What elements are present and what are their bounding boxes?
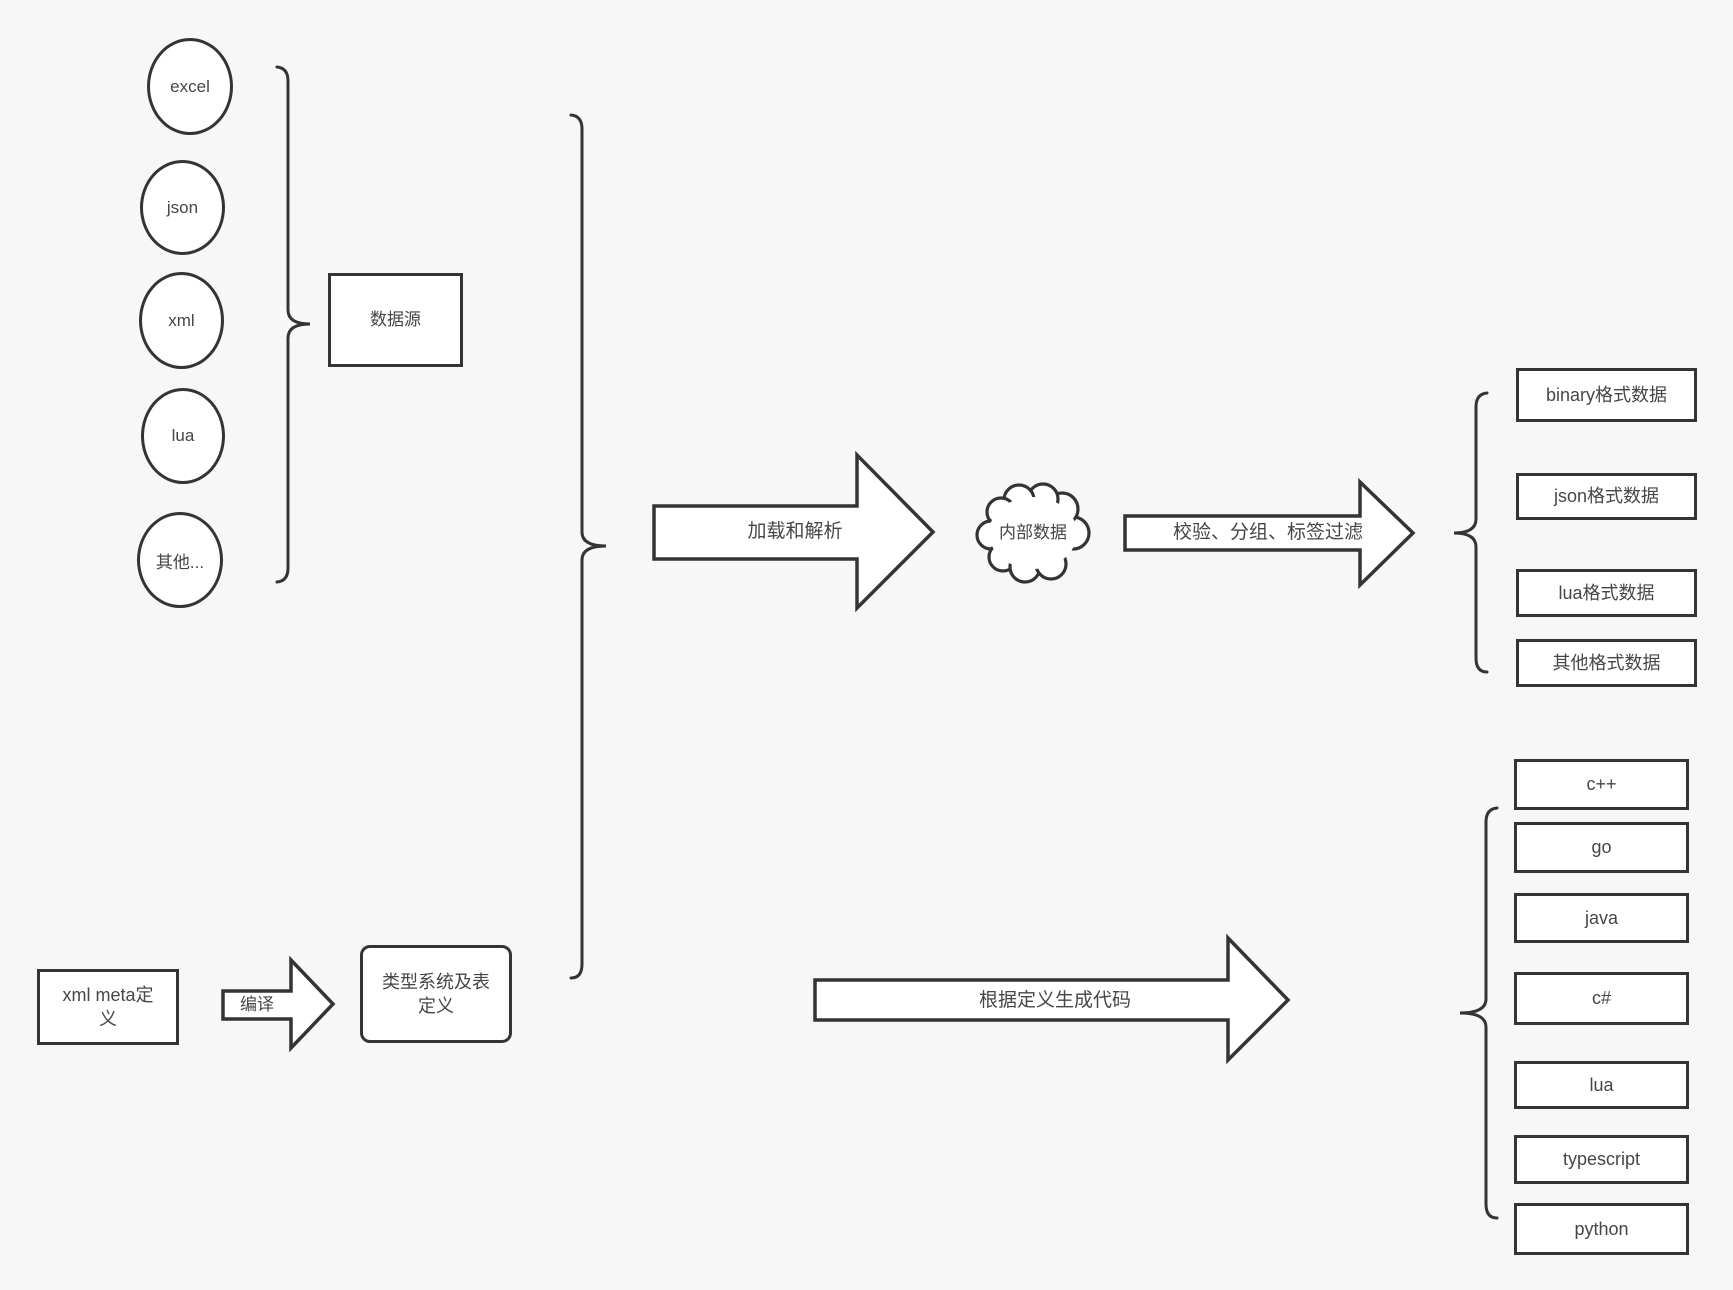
xml-meta-box: xml meta定义 bbox=[37, 969, 179, 1045]
lang-box-cpp: c++ bbox=[1514, 759, 1689, 810]
lang-box-typescript: typescript bbox=[1514, 1135, 1689, 1184]
source-node-other-label: 其他... bbox=[155, 552, 205, 572]
source-node-xml: xml bbox=[139, 272, 224, 369]
filter-arrow bbox=[1123, 477, 1416, 590]
output-box-binary: binary格式数据 bbox=[1516, 368, 1697, 422]
output-box-json: json格式数据 bbox=[1516, 473, 1697, 520]
type-system-box-label: 类型系统及表定义 bbox=[382, 971, 490, 1016]
lang-box-java-label: java bbox=[1584, 907, 1619, 928]
lang-box-python: python bbox=[1514, 1203, 1689, 1255]
lang-box-go-label: go bbox=[1591, 837, 1612, 858]
output-box-other-label: 其他格式数据 bbox=[1552, 652, 1661, 673]
load-parse-arrow bbox=[652, 450, 936, 613]
languages-brace bbox=[1459, 806, 1499, 1220]
lang-box-csharp: c# bbox=[1514, 972, 1689, 1025]
source-node-excel: excel bbox=[147, 38, 233, 135]
output-box-other: 其他格式数据 bbox=[1516, 639, 1697, 687]
internal-data-cloud bbox=[975, 482, 1091, 584]
output-box-json-label: json格式数据 bbox=[1553, 486, 1660, 507]
lang-box-java: java bbox=[1514, 893, 1689, 943]
lang-box-lua-label: lua bbox=[1589, 1074, 1614, 1095]
internal-data-cloud-label: 内部数据 bbox=[999, 523, 1067, 542]
compile-arrow bbox=[221, 955, 336, 1053]
compile-arrow-label: 编译 bbox=[240, 995, 274, 1014]
source-node-xml-label: xml bbox=[168, 310, 195, 330]
output-box-lua-label: lua格式数据 bbox=[1558, 582, 1655, 603]
source-node-excel-label: excel bbox=[170, 76, 210, 96]
lang-box-go: go bbox=[1514, 822, 1689, 873]
source-node-other: 其他... bbox=[137, 512, 223, 608]
lang-box-cpp-label: c++ bbox=[1586, 774, 1617, 795]
lang-box-csharp-label: c# bbox=[1591, 988, 1611, 1009]
outputs-brace bbox=[1453, 391, 1489, 674]
load-parse-arrow-label: 加载和解析 bbox=[747, 521, 843, 542]
sources-brace bbox=[275, 65, 311, 584]
source-node-lua-label: lua bbox=[171, 426, 195, 445]
lang-box-lua: lua bbox=[1514, 1061, 1689, 1109]
lang-box-python-label: python bbox=[1574, 1218, 1629, 1239]
source-node-json: json bbox=[140, 160, 225, 255]
source-node-json-label: json bbox=[166, 197, 199, 217]
inputs-brace bbox=[569, 113, 607, 980]
generate-code-arrow-label: 根据定义生成代码 bbox=[978, 990, 1131, 1011]
datasource-box: 数据源 bbox=[328, 273, 463, 367]
datasource-box-label: 数据源 bbox=[370, 309, 421, 329]
source-node-lua: lua bbox=[141, 388, 225, 484]
output-box-lua: lua格式数据 bbox=[1516, 569, 1697, 617]
generate-code-arrow bbox=[813, 933, 1291, 1065]
output-box-binary-label: binary格式数据 bbox=[1545, 384, 1668, 405]
type-system-box: 类型系统及表定义 bbox=[360, 945, 512, 1043]
xml-meta-box-label: xml meta定义 bbox=[62, 984, 154, 1029]
filter-arrow-label: 校验、分组、标签过滤 bbox=[1172, 522, 1363, 543]
lang-box-typescript-label: typescript bbox=[1562, 1149, 1641, 1170]
